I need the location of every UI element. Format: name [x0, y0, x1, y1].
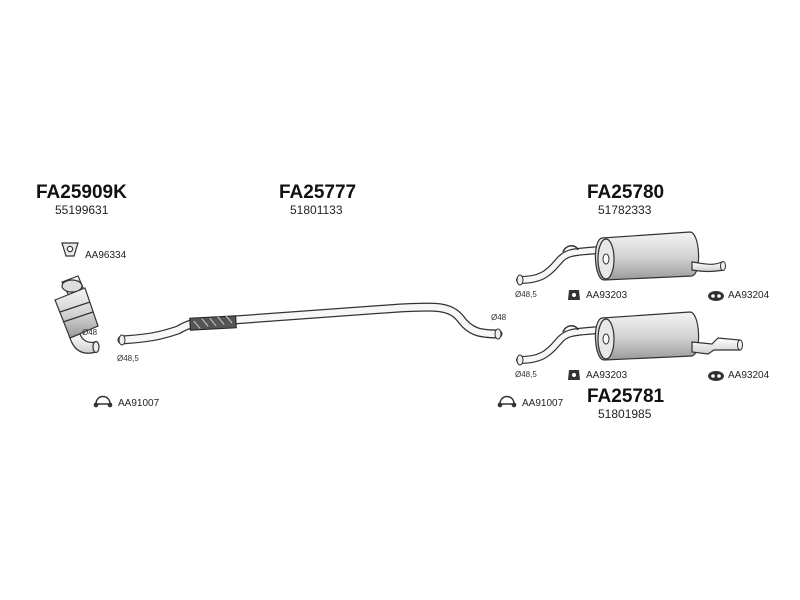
part-number-rear-bottom: 51801985: [598, 407, 652, 421]
rubber-hanger-icon: [568, 290, 580, 300]
accessory-label-gasket: AA96334: [85, 250, 127, 261]
gasket-icon: [61, 242, 79, 257]
diameter-label-mid-in: Ø48,5: [117, 354, 139, 363]
accessory-label-clamp-right: AA91007: [522, 398, 564, 409]
part-code-middle: FA25777: [279, 182, 357, 203]
clamp-icon: [497, 395, 517, 408]
part-number-cat: 55199631: [55, 203, 109, 217]
diameter-label-cat-out: Ø48: [82, 328, 98, 337]
accessory-label-hanger-bottom-mid: AA93203: [586, 370, 628, 381]
clamp-icon: [93, 395, 113, 408]
accessory-label-hanger-bottom-right: AA93204: [728, 370, 770, 381]
diameter-label-rear-bottom-in: Ø48,5: [515, 370, 537, 379]
rubber-hanger-icon: [568, 370, 580, 380]
part-number-middle: 51801133: [290, 203, 343, 217]
diameter-label-mid-out: Ø48: [491, 313, 507, 322]
part-code-rear-bottom: FA25781: [587, 386, 665, 407]
part-code-cat: FA25909K: [36, 182, 127, 203]
accessory-label-hanger-top-right: AA93204: [728, 290, 770, 301]
rear-muffler-top: [516, 231, 726, 286]
part-code-rear-top: FA25780: [587, 182, 665, 203]
diameter-label-rear-top-in: Ø48,5: [515, 290, 537, 299]
part-number-rear-top: 51782333: [598, 203, 652, 217]
accessory-label-hanger-top-mid: AA93203: [586, 290, 628, 301]
middle-pipe: [117, 302, 503, 346]
rubber-mount-icon: [708, 291, 724, 301]
catalytic-converter: [54, 275, 100, 354]
rear-muffler-bottom: [516, 311, 743, 366]
rubber-mount-icon: [708, 371, 724, 381]
accessory-label-clamp-left: AA91007: [118, 398, 160, 409]
